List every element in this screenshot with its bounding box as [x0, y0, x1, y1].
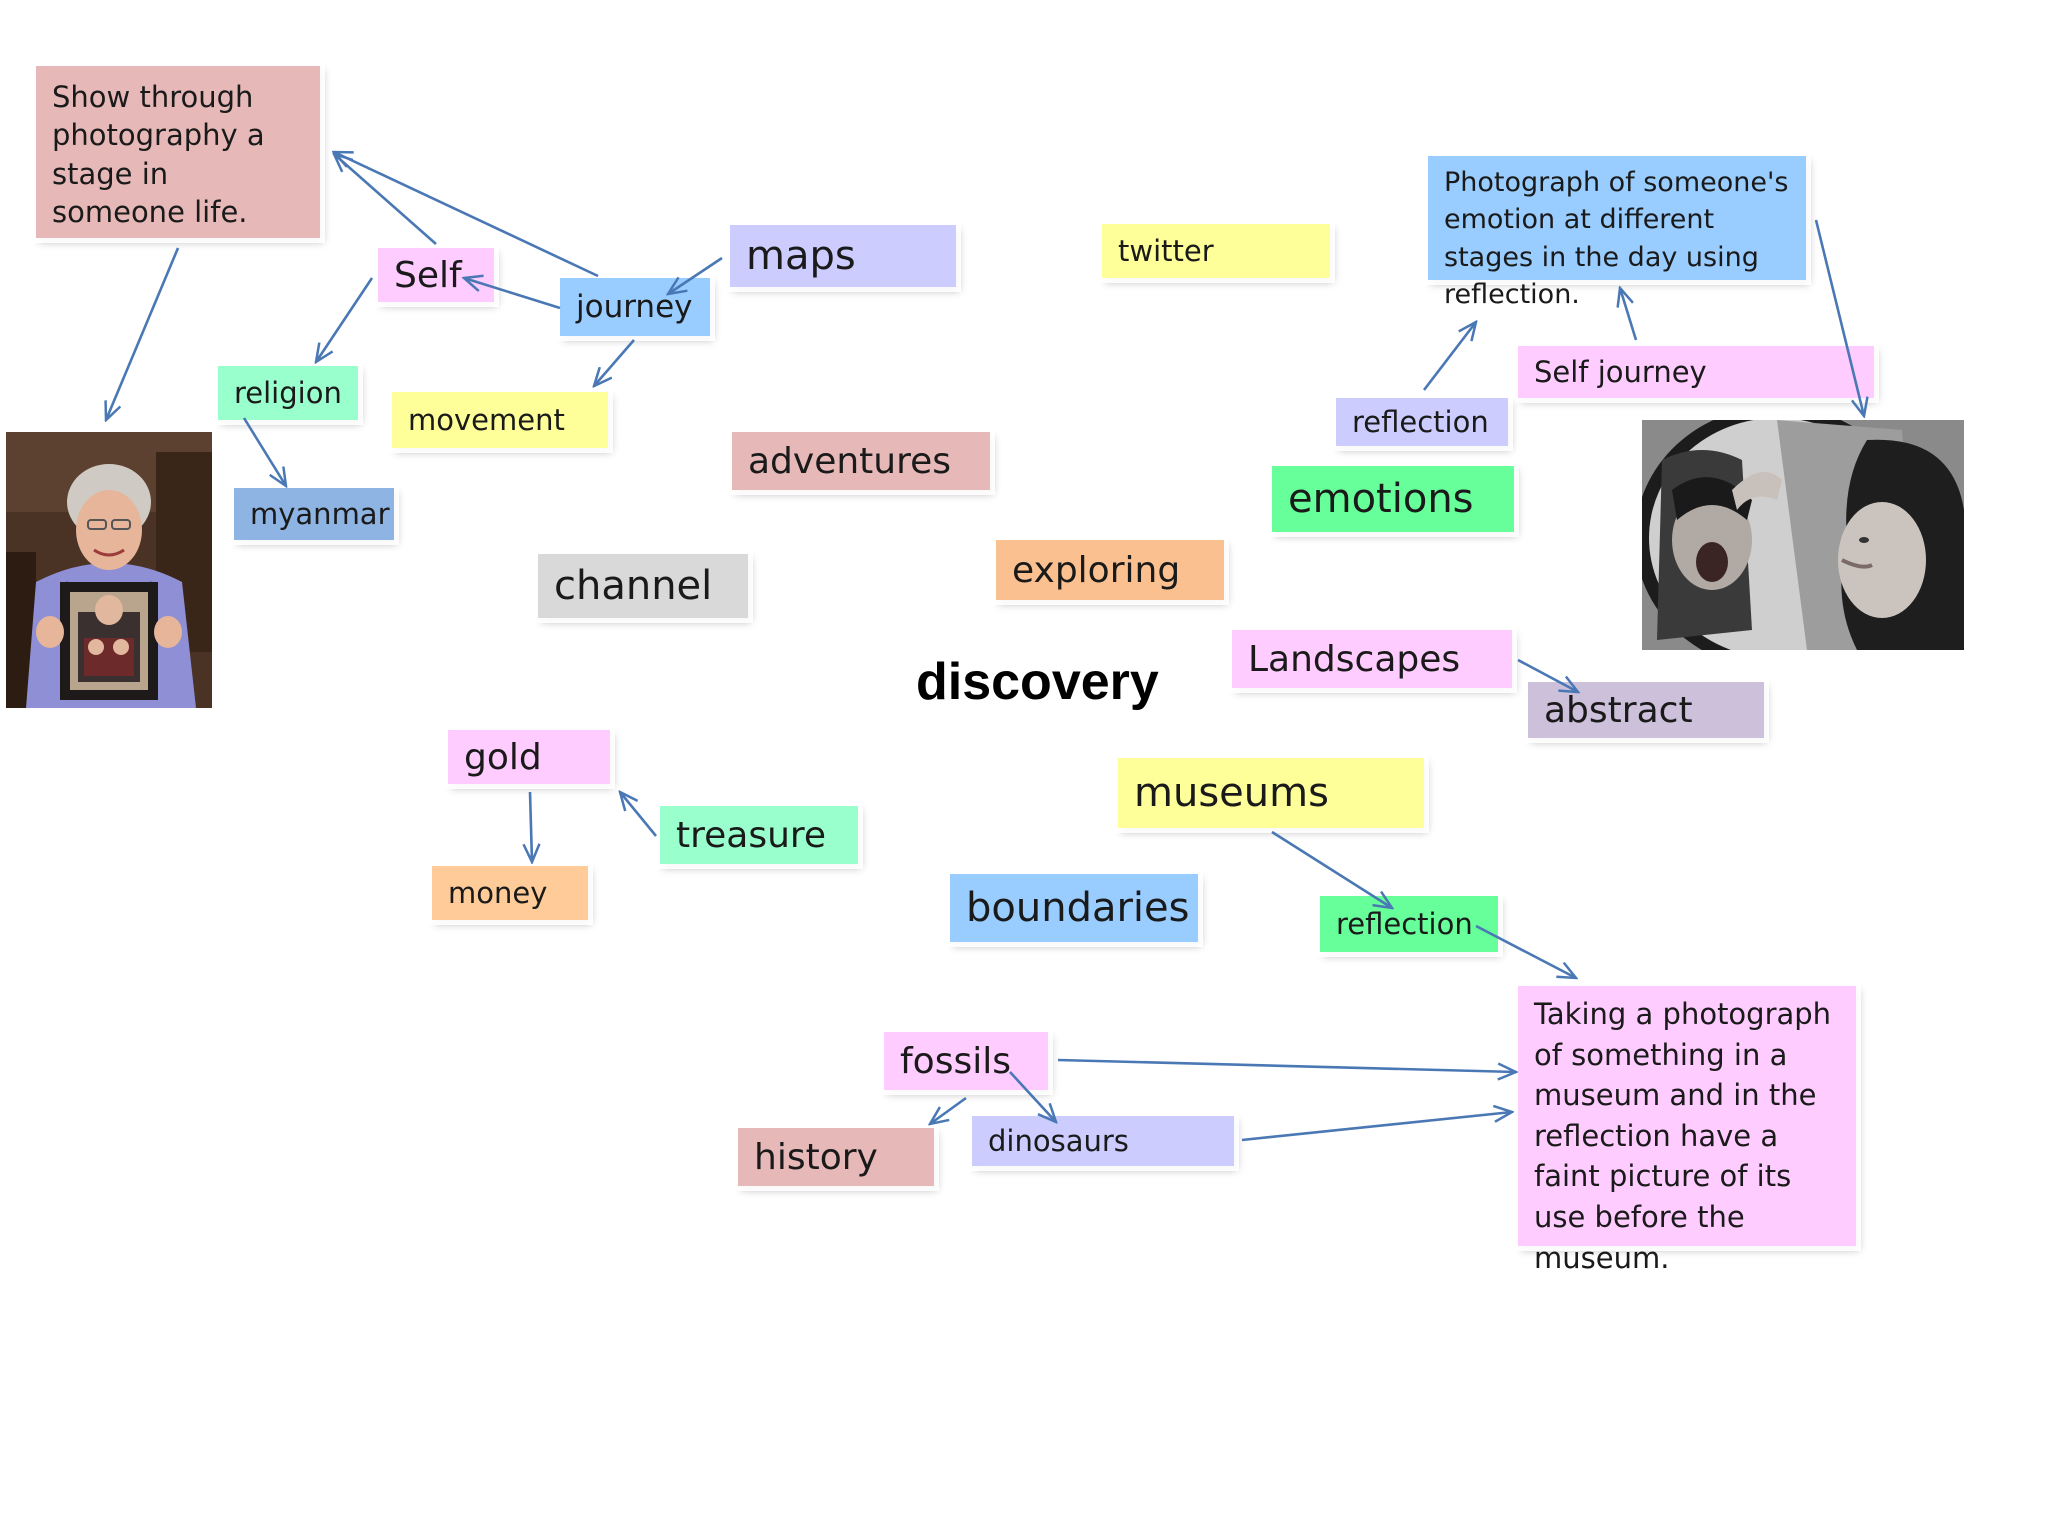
- node-fossils: fossils: [884, 1032, 1048, 1090]
- arrow-religion-to-myanmar: [242, 417, 286, 486]
- node-abstract: abstract: [1528, 682, 1764, 738]
- arrow-show-to-photo: [106, 247, 180, 420]
- node-exploring: exploring: [996, 540, 1224, 600]
- node-movement: movement: [392, 392, 608, 448]
- node-boundaries: boundaries: [950, 874, 1198, 942]
- arrow-reflection-to-photograph: [1422, 322, 1476, 391]
- arrow-fossils-to-history: [930, 1096, 967, 1124]
- node-myanmar: myanmar: [234, 488, 394, 540]
- photo-mirror-reflection: [1642, 420, 1964, 650]
- arrow-treasure-to-gold: [620, 792, 658, 837]
- node-reflection-bottom: reflection: [1320, 896, 1498, 952]
- node-self: Self: [378, 248, 494, 302]
- arrow-self-to-religion: [316, 277, 374, 362]
- node-museums: museums: [1118, 758, 1424, 828]
- arrow-gold-to-money: [530, 791, 532, 862]
- node-religion: religion: [218, 366, 358, 420]
- node-journey: journey: [560, 278, 710, 336]
- arrow-self-to-show: [334, 154, 437, 245]
- arrow-journey-to-movement: [594, 339, 635, 386]
- node-landscapes: Landscapes: [1232, 630, 1512, 688]
- node-taking-photo: Taking a photograph of something in a mu…: [1518, 986, 1856, 1275]
- arrow-fossils-to-taking: [1057, 1058, 1516, 1072]
- photo-elderly-woman: [6, 432, 212, 708]
- node-treasure: treasure: [660, 806, 858, 864]
- node-self-journey: Self journey: [1518, 346, 1874, 398]
- node-history: history: [738, 1128, 934, 1186]
- node-show-through: Show through photography a stage in some…: [36, 66, 320, 238]
- node-channel: channel: [538, 554, 748, 618]
- node-adventures: adventures: [732, 432, 990, 490]
- node-twitter: twitter: [1102, 224, 1330, 278]
- node-emotions: emotions: [1272, 466, 1514, 532]
- node-reflection-top: reflection: [1336, 398, 1508, 446]
- node-dinosaurs: dinosaurs: [972, 1116, 1234, 1166]
- node-maps: maps: [730, 225, 956, 287]
- node-gold: gold: [448, 730, 610, 784]
- node-photograph-emotion: Photograph of someone's emotion at diffe…: [1428, 156, 1806, 310]
- node-money: money: [432, 866, 588, 920]
- arrow-dinosaurs-to-taking: [1241, 1112, 1512, 1142]
- central-topic: discovery: [916, 653, 1159, 711]
